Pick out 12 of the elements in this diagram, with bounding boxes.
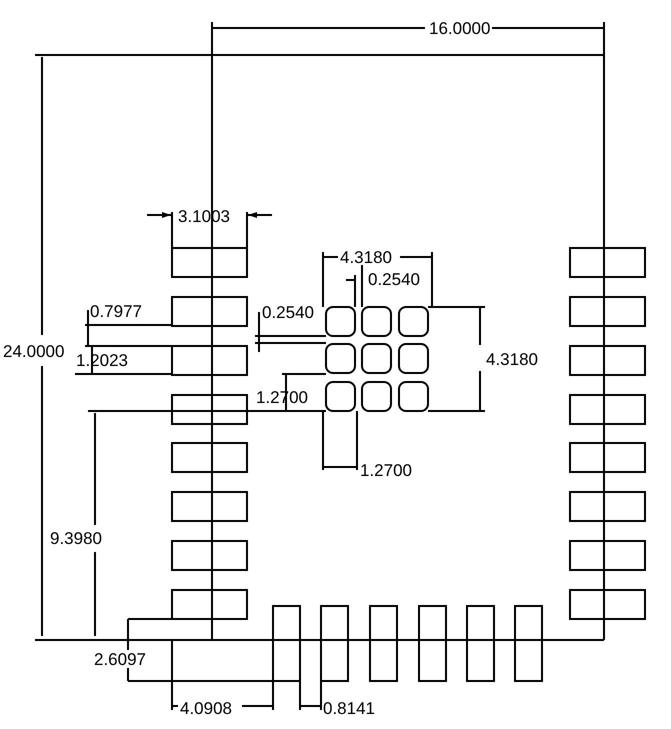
dimension-label: 4.0908 [180,699,232,718]
dimension-label: 4.3180 [486,350,538,369]
dimension-label: 16.0000 [429,19,490,38]
dimension-label: 0.8141 [323,699,375,718]
dimension-label: 0.2540 [368,270,420,289]
dimension-label: 4.3180 [340,248,392,267]
dimension-label: 2.6097 [94,650,146,669]
dimension-label: 1.2700 [360,461,412,480]
dimension-label: 0.2540 [262,303,314,322]
dimension-label: 0.7977 [90,302,142,321]
dimension-label: 9.3980 [50,529,102,548]
dimension-label: 24.0000 [3,342,64,361]
